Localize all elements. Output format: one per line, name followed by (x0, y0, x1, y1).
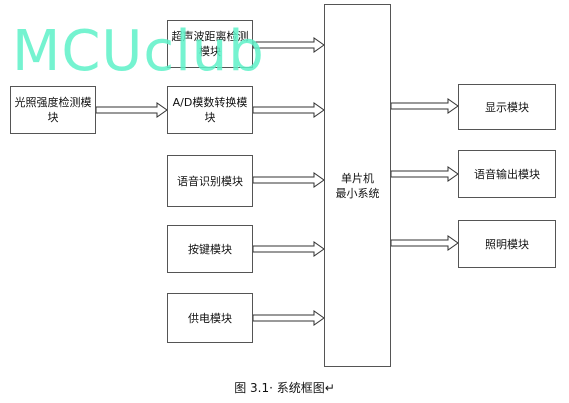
lighting-block: 照明模块 (458, 220, 556, 268)
arrow-light-to-ad (95, 102, 168, 118)
arrow-mcu-to-display (390, 98, 459, 114)
arrow-mcu-to-lighting (390, 235, 459, 251)
display-block: 显示模块 (458, 84, 556, 130)
mcu-block: 单片机 最小系统 (324, 4, 391, 367)
arrow-keys-to-mcu (252, 241, 325, 257)
ad-converter-label: A/D模数转换模块 (172, 96, 248, 124)
light-sensor-label: 光照强度检测模块 (14, 96, 92, 124)
arrow-power-to-mcu (252, 310, 325, 326)
keys-label: 按键模块 (188, 242, 232, 256)
light-sensor-block: 光照强度检测模块 (10, 86, 96, 134)
display-label: 显示模块 (485, 100, 529, 114)
speech-recognition-block: 语音识别模块 (167, 155, 253, 207)
speech-recognition-label: 语音识别模块 (177, 174, 243, 188)
ultrasonic-block: 超声波距离检测模块 (167, 20, 253, 68)
arrow-mcu-to-voice (390, 166, 459, 182)
arrow-speech-to-mcu (252, 172, 325, 188)
arrow-ad-to-mcu (252, 102, 325, 118)
arrow-ultrasonic-to-mcu (252, 37, 325, 53)
power-label: 供电模块 (188, 311, 232, 325)
voice-output-label: 语音输出模块 (474, 167, 540, 181)
power-block: 供电模块 (167, 293, 253, 343)
voice-output-block: 语音输出模块 (458, 150, 556, 198)
ultrasonic-label: 超声波距离检测模块 (171, 30, 249, 58)
lighting-label: 照明模块 (485, 237, 529, 251)
figure-caption: 图 3.1· 系统框图↵ (234, 381, 335, 395)
mcu-label-line1: 单片机 (341, 171, 374, 185)
keys-block: 按键模块 (167, 225, 253, 273)
mcu-label-line2: 最小系统 (335, 186, 380, 200)
ad-converter-block: A/D模数转换模块 (167, 86, 253, 134)
